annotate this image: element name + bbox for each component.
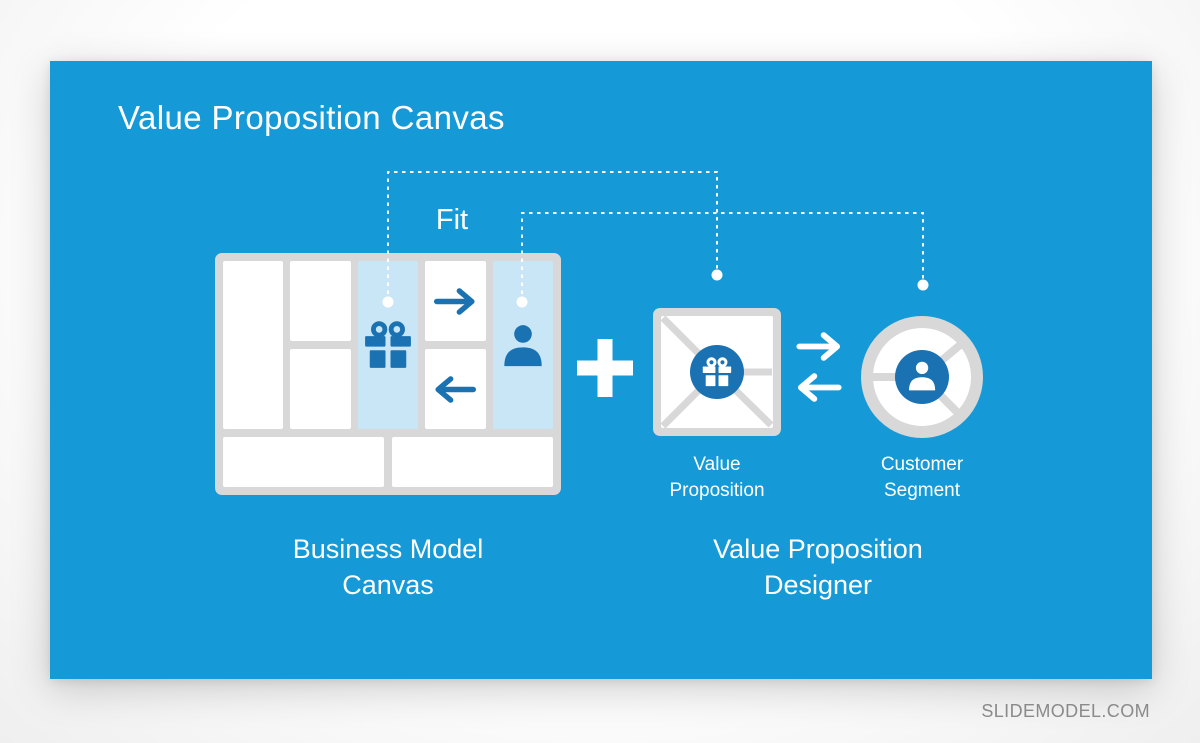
caption-line: Business Model [292,534,484,564]
caption-line: Customer [880,454,964,475]
arrow-left-icon [796,373,842,402]
caption-line: Value Proposition [713,534,923,564]
bmc-column-5 [492,261,554,429]
value-proposition-designer-caption: Value Proposition Designer [645,531,991,603]
arrow-left-icon [432,376,478,403]
customer-segment-circle [861,316,983,438]
slide-canvas: Value Proposition Canvas Fit [50,61,1152,679]
value-proposition-caption: Value Proposition [653,452,781,504]
person-icon [504,325,542,367]
gift-icon [363,320,413,370]
bmc-customer-segment-cell [492,261,554,429]
caption-line: Value [693,454,741,475]
arrow-right-icon [796,332,842,361]
bmc-cell [223,261,284,429]
bmc-cell [290,261,351,341]
bmc-column-3 [357,261,419,429]
fit-label: Fit [435,204,469,236]
business-model-canvas-graphic [215,253,561,495]
bmc-column-1 [223,261,284,429]
bmc-column-2 [290,261,351,429]
fit-connector-path-customer [521,212,924,302]
bmc-cell [392,437,553,487]
value-proposition-circle [690,345,744,399]
caption-line: Proposition [669,480,765,501]
arrow-right-icon [432,288,478,315]
bmc-cell [425,261,486,341]
exchange-arrows [796,332,842,402]
bmc-value-proposition-cell [357,261,419,429]
watermark: SLIDEMODEL.COM [981,701,1150,721]
bmc-bottom-row [223,437,553,487]
connector-dot [711,269,723,281]
value-proposition-square [653,308,781,436]
caption-line: Segment [883,480,961,501]
bmc-column-4 [425,261,486,429]
bmc-cell [223,437,384,487]
bmc-top-row [223,261,554,429]
caption-line: Canvas [342,570,434,600]
customer-segment-inner-circle [895,350,949,404]
customer-segment-caption: Customer Segment [860,452,984,504]
bmc-cell [290,349,351,429]
caption-line: Designer [763,570,873,600]
plus-icon [577,339,633,397]
bmc-cell [425,349,486,429]
page-title: Value Proposition Canvas [118,99,505,136]
business-model-canvas-caption: Business Model Canvas [215,531,561,603]
connector-dot [917,279,929,291]
